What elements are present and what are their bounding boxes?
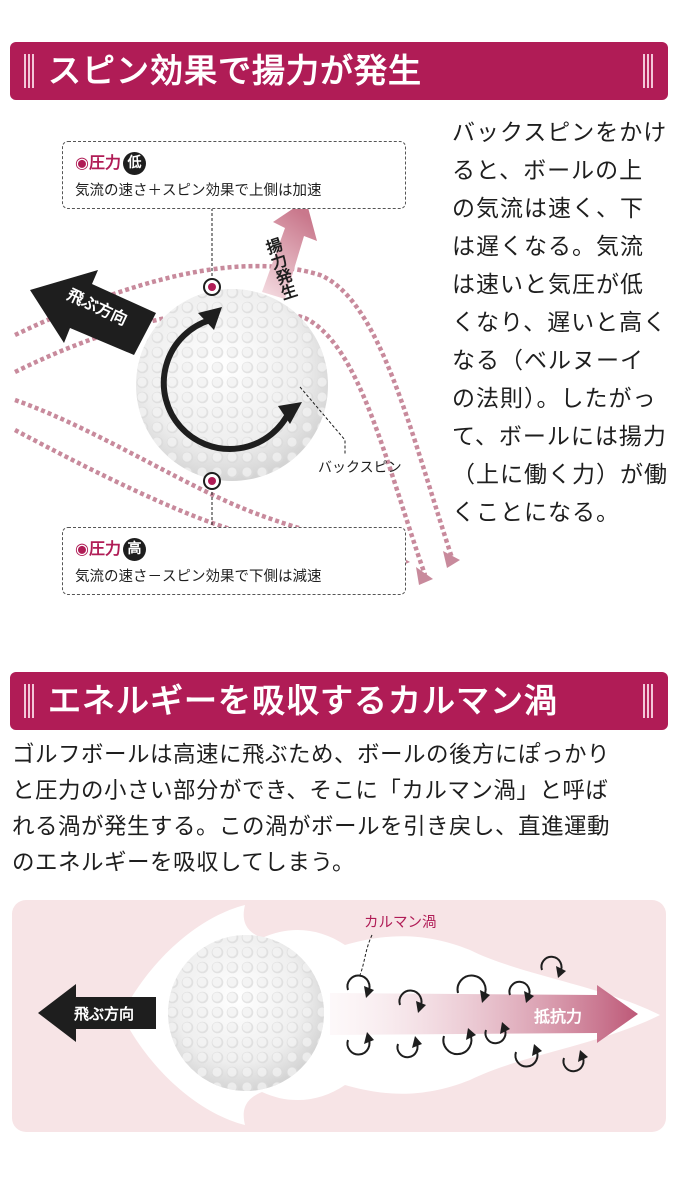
vortex-arrowheads xyxy=(364,966,588,1062)
vortex-arrowhead xyxy=(416,1001,426,1013)
section1-line: の気流は速く、下 xyxy=(452,196,644,222)
spin-arrowhead-top xyxy=(198,307,222,330)
low-pressure-heading: ◉圧力低 xyxy=(75,149,146,175)
section1-line: て、ボールには揚力 xyxy=(452,424,667,450)
section1-line: の法則）。したがっ xyxy=(452,386,657,412)
section2-line: と圧力の小さい部分ができ、そこに「カルマン渦」と呼ば xyxy=(12,778,609,804)
airflow-arrowhead xyxy=(416,567,433,585)
spin-label: バックスピン xyxy=(318,460,402,476)
low-pressure-label: ◉圧力 xyxy=(75,153,121,172)
vortex-swirl-icon xyxy=(442,1033,473,1056)
high-pressure-desc: 気流の速さ－スピン効果で下側は減速 xyxy=(75,569,322,585)
section1-line: ると、ボールの上 xyxy=(452,158,644,184)
vortex-arrowhead xyxy=(466,1028,476,1040)
section2-paragraph: ゴルフボールは高速に飛ぶため、ボールの後方にぽっかり と圧力の小さい部分ができ、… xyxy=(12,737,672,881)
section2-banner: エネルギーを吸収するカルマン渦 xyxy=(10,672,668,730)
vortex-swirl-icon xyxy=(514,1049,539,1068)
banner-stripes-left xyxy=(24,684,35,718)
golf-ball-2-dimples xyxy=(168,935,324,1091)
low-pressure-point-dot xyxy=(208,283,216,291)
high-pressure-heading: ◉圧力高 xyxy=(75,535,146,561)
low-pressure-box: ◉圧力低 気流の速さ＋スピン効果で上側は加速 xyxy=(62,141,406,209)
vortex-swirl-icon xyxy=(508,980,531,998)
section1-line: （上に働く力）が働 xyxy=(452,462,668,488)
vortex-arrowhead xyxy=(480,990,490,1003)
banner-stripes-right xyxy=(643,684,654,718)
vortex-arrowhead xyxy=(556,966,566,978)
vortex-swirl-icon xyxy=(540,955,563,973)
vortex-arrowhead xyxy=(364,986,374,998)
spin-arrow xyxy=(160,317,293,452)
section2-line: のエネルギーを吸収してしまう。 xyxy=(12,850,355,876)
vortex-leader-line xyxy=(359,934,373,976)
karman-diagram: 抵抗力 飛ぶ方向 カルマン渦 xyxy=(12,900,666,1132)
flight-direction-arrow-2 xyxy=(38,984,156,1042)
spin-arrowhead-bottom xyxy=(278,402,302,424)
airflow-arrowhead xyxy=(443,551,460,568)
section2-title: エネルギーを吸収するカルマン渦 xyxy=(48,681,558,720)
drag-arrow xyxy=(330,985,638,1043)
vortex-swirl-icon xyxy=(484,1027,507,1045)
vortex-swirl-icon xyxy=(346,1037,371,1056)
vortex-arrowhead xyxy=(500,1022,510,1034)
drag-label: 抵抗力 xyxy=(534,1007,582,1026)
high-pressure-point-dot xyxy=(208,477,216,485)
banner-stripes-right xyxy=(643,54,654,88)
section1-paragraph: バックスピンをかけ ると、ボールの上 の気流は速く、下 は遅くなる。気流 は速い… xyxy=(452,114,674,532)
flight-direction-arrow-shape xyxy=(30,270,156,355)
vortex-arrowhead xyxy=(524,991,534,1003)
vortex-swirl-icon xyxy=(398,989,423,1008)
vortex-arrowhead xyxy=(578,1050,588,1062)
lift-arrow xyxy=(262,200,317,299)
vortex-swirl-icon xyxy=(346,974,371,993)
section1-banner: スピン効果で揚力が発生 xyxy=(10,42,668,100)
flight-direction-arrow xyxy=(30,270,156,355)
high-pressure-level-badge: 高 xyxy=(122,538,146,561)
high-pressure-label: ◉圧力 xyxy=(75,539,121,558)
vortex-arrowhead xyxy=(364,1032,374,1044)
vortex-swirl-icon xyxy=(396,1041,419,1059)
section1-line: は速いと気圧が低 xyxy=(452,272,644,298)
vortex-label: カルマン渦 xyxy=(364,914,437,931)
vortex-arrowhead xyxy=(532,1044,542,1056)
vortex-arrowhead xyxy=(412,1036,422,1048)
lift-arrow-shape xyxy=(262,200,317,299)
spin-arrow-curve xyxy=(160,317,293,452)
section1-title: スピン効果で揚力が発生 xyxy=(48,51,422,90)
section1-line: は遅くなる。気流 xyxy=(452,234,644,260)
section1-line: バックスピンをかけ xyxy=(452,120,668,146)
vortex-swirl-icon xyxy=(562,1055,585,1073)
high-pressure-box: ◉圧力高 気流の速さ－スピン効果で下側は減速 xyxy=(62,527,406,595)
flight-direction-label-2: 飛ぶ方向 xyxy=(73,1005,134,1023)
section1-line: くことになる。 xyxy=(452,500,620,526)
airflow-line-upper xyxy=(14,263,455,559)
low-pressure-level-badge: 低 xyxy=(122,152,146,175)
vortex-swirl-icon xyxy=(456,974,487,997)
banner-stripes-left xyxy=(24,54,35,88)
section1-line: くなり、遅いと高く xyxy=(452,310,668,336)
section2-line: れる渦が発生する。この渦がボールを引き戻し、直進運動 xyxy=(12,814,611,840)
vortices xyxy=(346,955,585,1073)
low-pressure-desc: 気流の速さ＋スピン効果で上側は加速 xyxy=(75,183,322,199)
section2-line: ゴルフボールは高速に飛ぶため、ボールの後方にぽっかり xyxy=(12,742,611,768)
section1-line: なる（ベルヌーイ xyxy=(452,348,644,374)
